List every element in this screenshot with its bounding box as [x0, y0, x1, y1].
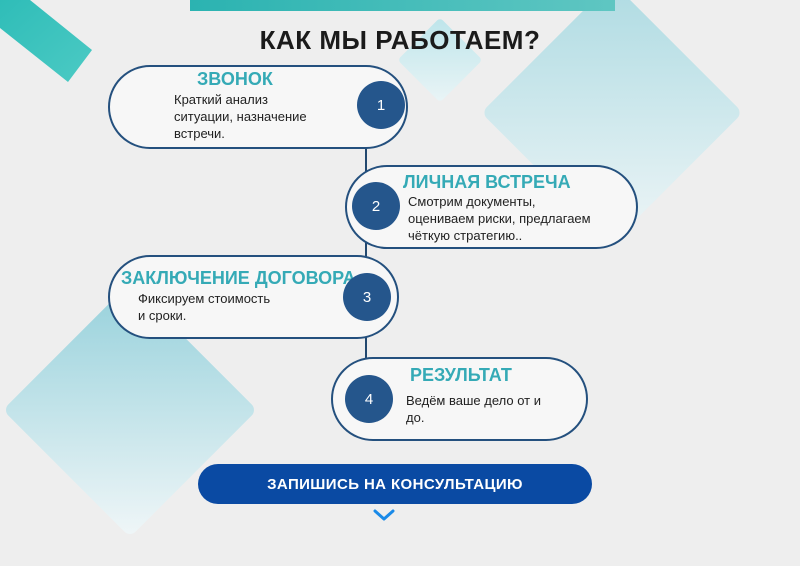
step-text-3-line-2: и сроки. — [138, 308, 187, 323]
step-text-3-line-1: Фиксируем стоимость — [138, 291, 271, 306]
step-text-4-line-1: Ведём ваше дело от и — [406, 393, 541, 408]
step-text-2-line-1: Смотрим документы, — [408, 194, 536, 209]
step-number-4: 4 — [345, 375, 393, 423]
step-text-4: Ведём ваше дело от и до. — [406, 392, 541, 426]
small-diamond-shape — [399, 19, 481, 101]
step-number-1: 1 — [357, 81, 405, 129]
chevron-down-icon[interactable] — [372, 508, 396, 522]
step-title-1: ЗВОНОК — [197, 69, 273, 89]
step-text-1-line-3: встречи. — [174, 126, 225, 141]
step-title-4: РЕЗУЛЬТАТ — [410, 365, 512, 385]
top-accent-bar — [190, 0, 615, 11]
page-title: КАК МЫ РАБОТАЕМ? — [259, 25, 541, 55]
step-text-2: Смотрим документы, оцениваем риски, пред… — [408, 193, 591, 244]
left-diamond-shape — [6, 286, 254, 534]
step-title-3: ЗАКЛЮЧЕНИЕ ДОГОВОРА — [121, 268, 356, 288]
step-text-2-line-2: оцениваем риски, предлагаем — [408, 211, 591, 226]
step-number-2: 2 — [352, 182, 400, 230]
step-text-4-line-2: до. — [406, 410, 425, 425]
step-number-3: 3 — [343, 273, 391, 321]
step-text-1-line-1: Краткий анализ — [174, 92, 268, 107]
step-text-1-line-2: ситуации, назначение — [174, 109, 307, 124]
step-title-2: ЛИЧНАЯ ВСТРЕЧА — [403, 172, 571, 192]
step-text-1: Краткий анализ ситуации, назначение встр… — [174, 91, 307, 142]
teal-stripe-shape — [0, 0, 92, 82]
step-text-3: Фиксируем стоимость и сроки. — [138, 290, 270, 324]
step-text-2-line-3: чёткую стратегию.. — [408, 228, 523, 243]
consultation-button[interactable]: ЗАПИШИСЬ НА КОНСУЛЬТАЦИЮ — [198, 464, 592, 504]
step-card-4 — [331, 357, 588, 441]
